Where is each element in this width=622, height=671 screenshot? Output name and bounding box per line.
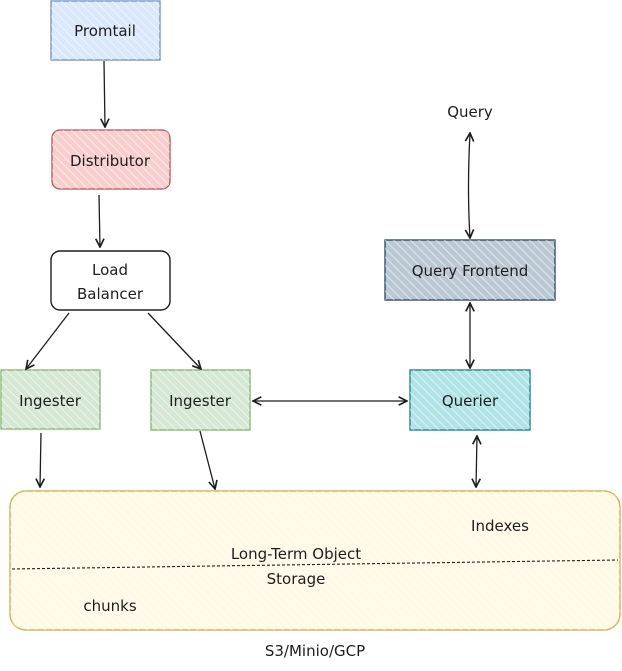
node-ingester-2[interactable]: Ingester (150, 369, 251, 431)
edge-promtail-distributor (104, 60, 105, 127)
edge-distributor-load-balancer (99, 194, 100, 247)
ingester-1-label: Ingester (19, 392, 82, 410)
distributor-label: Distributor (70, 152, 151, 170)
edge-querier-storage (476, 436, 477, 487)
storage-divider (11, 559, 619, 570)
edge-load-balancer-ingester-2 (147, 312, 201, 369)
node-promtail[interactable]: Promtail (50, 0, 161, 61)
storage-chunks-label: chunks (83, 597, 136, 615)
storage-indexes-label: Indexes (471, 517, 529, 535)
query-label: Query (447, 103, 493, 121)
storage-hatch (10, 491, 620, 630)
promtail-label: Promtail (74, 22, 136, 40)
distributor-hatch (52, 130, 170, 189)
ingester-1-hatch (1, 370, 100, 429)
promtail-hatch (51, 1, 160, 60)
edge-query-query-frontend (469, 133, 471, 238)
load-balancer-label-line1: Load (92, 261, 128, 279)
node-ingester-1[interactable]: Ingester (0, 369, 101, 430)
load-balancer-box (50, 250, 171, 311)
load-balancer-label-line2: Balancer (77, 285, 144, 303)
node-load-balancer[interactable]: Load Balancer (50, 250, 171, 311)
query-frontend-label: Query Frontend (412, 262, 529, 280)
node-storage[interactable]: Indexes Long-Term Object Storage chunks (9, 490, 621, 631)
edge-ingester-1-storage (40, 432, 41, 487)
ingester-2-hatch (151, 370, 250, 430)
storage-caption: S3/Minio/GCP (265, 642, 365, 660)
node-query-frontend[interactable]: Query Frontend (384, 239, 556, 301)
edge-load-balancer-ingester-1 (26, 312, 70, 369)
querier-hatch (410, 370, 530, 430)
ingester-2-label: Ingester (169, 392, 232, 410)
storage-title-line2: Storage (267, 570, 326, 588)
node-distributor[interactable]: Distributor (51, 129, 171, 190)
storage-title-line1: Long-Term Object (231, 545, 361, 563)
edge-ingester-2-storage (199, 430, 215, 489)
node-querier[interactable]: Querier (409, 369, 531, 431)
query-frontend-hatch (385, 240, 555, 300)
querier-label: Querier (442, 392, 499, 410)
